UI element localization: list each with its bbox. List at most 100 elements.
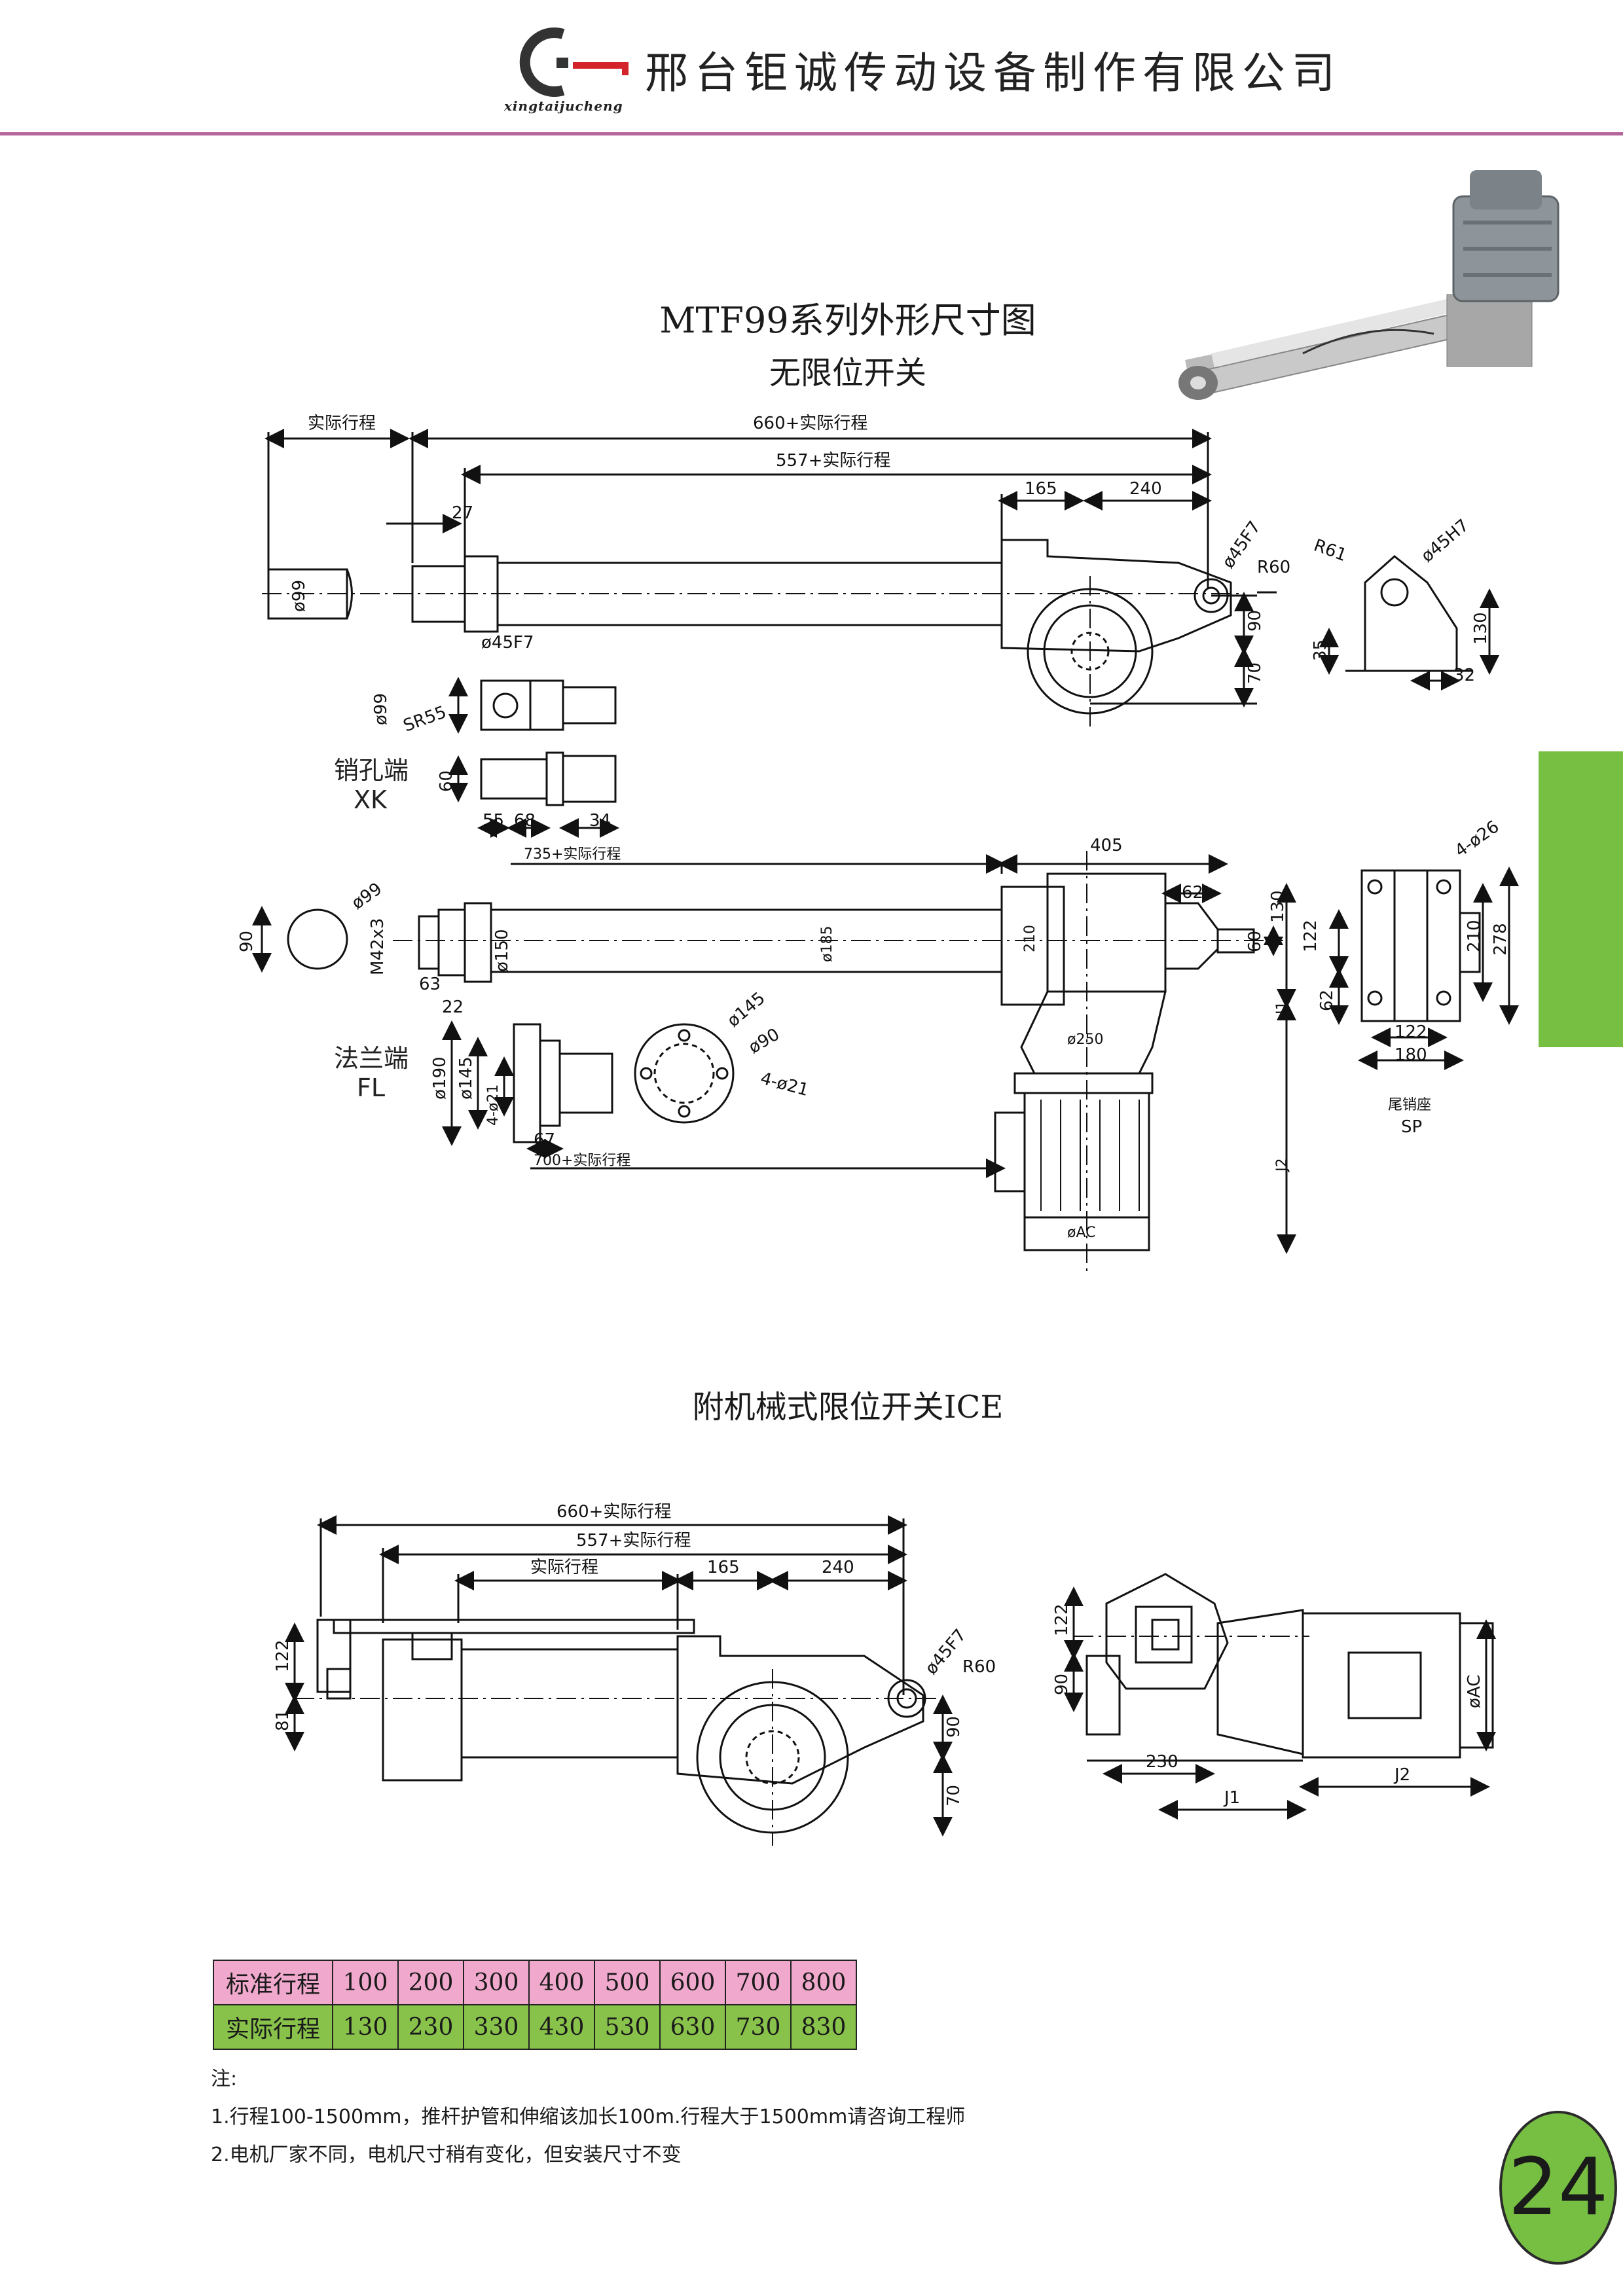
dim-4-phi26: 4-ø26 bbox=[1451, 817, 1503, 861]
dim-phi250: ø250 bbox=[1067, 1031, 1103, 1048]
dim-122: 122 bbox=[1301, 920, 1321, 952]
dim-130-mid: 130 bbox=[1268, 890, 1288, 923]
table-cell: 230 bbox=[397, 2004, 464, 2050]
xk-name: 销孔端 bbox=[334, 756, 409, 785]
dim-phi190: ø190 bbox=[430, 1056, 450, 1100]
stroke-table: 标准行程 100 200 300 400 500 600 700 800 实际行… bbox=[213, 1960, 857, 2050]
table-cell: 530 bbox=[594, 2004, 661, 2050]
dim-62: 62 bbox=[1182, 883, 1203, 903]
dim-90: 90 bbox=[1245, 610, 1265, 632]
dim-180: 180 bbox=[1395, 1045, 1427, 1065]
dim-60-mid: 60 bbox=[1245, 931, 1265, 952]
xk-code: XK bbox=[354, 785, 388, 814]
ice-dim-240: 240 bbox=[822, 1558, 854, 1577]
sp-code: SP bbox=[1401, 1117, 1422, 1137]
table-cell: 730 bbox=[725, 2004, 792, 2050]
ice-dim-phiac: øAC bbox=[1465, 1675, 1484, 1708]
dim-sr55: SR55 bbox=[401, 702, 449, 736]
dim-278: 278 bbox=[1491, 923, 1510, 956]
dim-phi99-side: ø99 bbox=[289, 580, 309, 612]
drawing-main: 实际行程 660+实际行程 557+实际行程 165 240 27 ø45F7 … bbox=[237, 414, 1519, 1276]
dim-27: 27 bbox=[452, 503, 473, 523]
dim-phi90: ø90 bbox=[746, 1025, 783, 1058]
fl-code: FL bbox=[357, 1073, 385, 1102]
table-row-standard-stroke: 标准行程 100 200 300 400 500 600 700 800 bbox=[213, 1960, 857, 2005]
ice-dim-actual-stroke: 实际行程 bbox=[530, 1558, 598, 1577]
table-cell: 标准行程 bbox=[213, 1960, 333, 2005]
table-cell: 400 bbox=[528, 1960, 595, 2005]
dim-405: 405 bbox=[1090, 836, 1123, 855]
table-cell: 200 bbox=[397, 1960, 464, 2005]
notes-title: 注: bbox=[211, 2068, 238, 2090]
dim-68: 68 bbox=[514, 811, 536, 831]
dim-phi185: ø185 bbox=[819, 926, 835, 962]
table-cell: 800 bbox=[790, 1960, 857, 2005]
dim-122-sp: 122 bbox=[1395, 1022, 1427, 1042]
table-cell: 330 bbox=[463, 2004, 530, 2050]
dim-phi45h7: ø45H7 bbox=[1417, 516, 1472, 567]
dim-phi145: ø145 bbox=[456, 1056, 476, 1100]
sp-name: 尾销座 bbox=[1388, 1097, 1431, 1113]
dim-j1: J1 bbox=[1274, 1001, 1290, 1016]
drawing-ice: 660+实际行程 557+实际行程 实际行程 165 240 ø45F7 R60… bbox=[273, 1502, 1496, 1846]
dim-22: 22 bbox=[442, 997, 464, 1017]
table-cell: 500 bbox=[594, 1960, 661, 2005]
dim-55: 55 bbox=[483, 811, 504, 831]
table-cell: 630 bbox=[659, 2004, 726, 2050]
table-cell: 300 bbox=[463, 1960, 530, 2005]
ice-dim-122: 122 bbox=[273, 1640, 293, 1672]
table-cell: 700 bbox=[725, 1960, 792, 2005]
dim-fl-length: 700+实际行程 bbox=[534, 1153, 630, 1169]
dim-35: 35 bbox=[1311, 639, 1330, 661]
dim-xk-length: 735+实际行程 bbox=[524, 846, 621, 863]
ice-dim-overall: 660+实际行程 bbox=[556, 1502, 671, 1522]
dim-overall: 660+实际行程 bbox=[753, 414, 867, 433]
dim-phi145-flange: ø145 bbox=[723, 988, 769, 1031]
company-name: 邢台钜诚传动设备制作有限公司 bbox=[645, 48, 1341, 98]
ice-dim-90b: 90 bbox=[1052, 1674, 1072, 1695]
dim-90-mid: 90 bbox=[237, 931, 257, 952]
dim-70: 70 bbox=[1245, 662, 1265, 684]
dim-165: 165 bbox=[1025, 479, 1057, 499]
header-rule bbox=[0, 132, 1623, 135]
dim-32: 32 bbox=[1453, 666, 1475, 685]
dim-4-phi21-flange: 4-ø21 bbox=[758, 1069, 811, 1100]
note-item: 1.行程100-1500mm，推杆护管和伸缩该加长100m.行程大于1500mm… bbox=[211, 2106, 966, 2128]
dim-34: 34 bbox=[589, 811, 611, 831]
ice-dim-r60: R60 bbox=[962, 1657, 996, 1677]
dim-actual-stroke: 实际行程 bbox=[308, 414, 376, 433]
dim-67: 67 bbox=[534, 1130, 555, 1150]
dim-210-sp: 210 bbox=[1465, 920, 1484, 952]
ice-dim-70: 70 bbox=[944, 1785, 964, 1806]
dim-r60: R60 bbox=[1257, 558, 1290, 577]
brand-subtitle: xingtaijucheng bbox=[504, 98, 623, 114]
section-title-ice: 附机械式限位开关ICE bbox=[692, 1389, 1004, 1426]
ice-dim-81: 81 bbox=[273, 1710, 293, 1731]
page-title: MTF99系列外形尺寸图 bbox=[659, 300, 1036, 341]
dim-m42: M42x3 bbox=[368, 918, 388, 975]
side-tab bbox=[1539, 751, 1623, 1047]
ice-dim-j2: J2 bbox=[1393, 1765, 1410, 1785]
dim-62-sp: 62 bbox=[1317, 990, 1337, 1011]
ice-dim-j1: J1 bbox=[1223, 1788, 1240, 1808]
dim-63: 63 bbox=[419, 975, 441, 994]
table-cell: 实际行程 bbox=[213, 2004, 333, 2050]
dim-retracted: 557+实际行程 bbox=[776, 451, 890, 471]
dim-60: 60 bbox=[437, 770, 456, 792]
notes: 注: 1.行程100-1500mm，推杆护管和伸缩该加长100m.行程大于150… bbox=[211, 2060, 965, 2174]
ice-dim-122b: 122 bbox=[1052, 1604, 1072, 1636]
dim-4-phi21: 4-ø21 bbox=[485, 1085, 501, 1126]
page-number: 24 bbox=[1499, 2111, 1617, 2265]
dim-phi150: ø150 bbox=[492, 929, 512, 972]
ice-dim-retracted: 557+实际行程 bbox=[576, 1531, 691, 1551]
dim-phi99-mid: ø99 bbox=[348, 879, 386, 914]
dim-phiac: øAC bbox=[1067, 1225, 1095, 1241]
dim-j2: J2 bbox=[1274, 1158, 1290, 1174]
table-cell: 830 bbox=[790, 2004, 857, 2050]
dim-210: 210 bbox=[1022, 925, 1038, 952]
dim-phi99-xk: ø99 bbox=[371, 693, 391, 725]
table-cell: 600 bbox=[659, 1960, 726, 2005]
dim-240: 240 bbox=[1129, 479, 1162, 499]
dim-130: 130 bbox=[1471, 612, 1491, 645]
ice-dim-165: 165 bbox=[707, 1558, 740, 1577]
